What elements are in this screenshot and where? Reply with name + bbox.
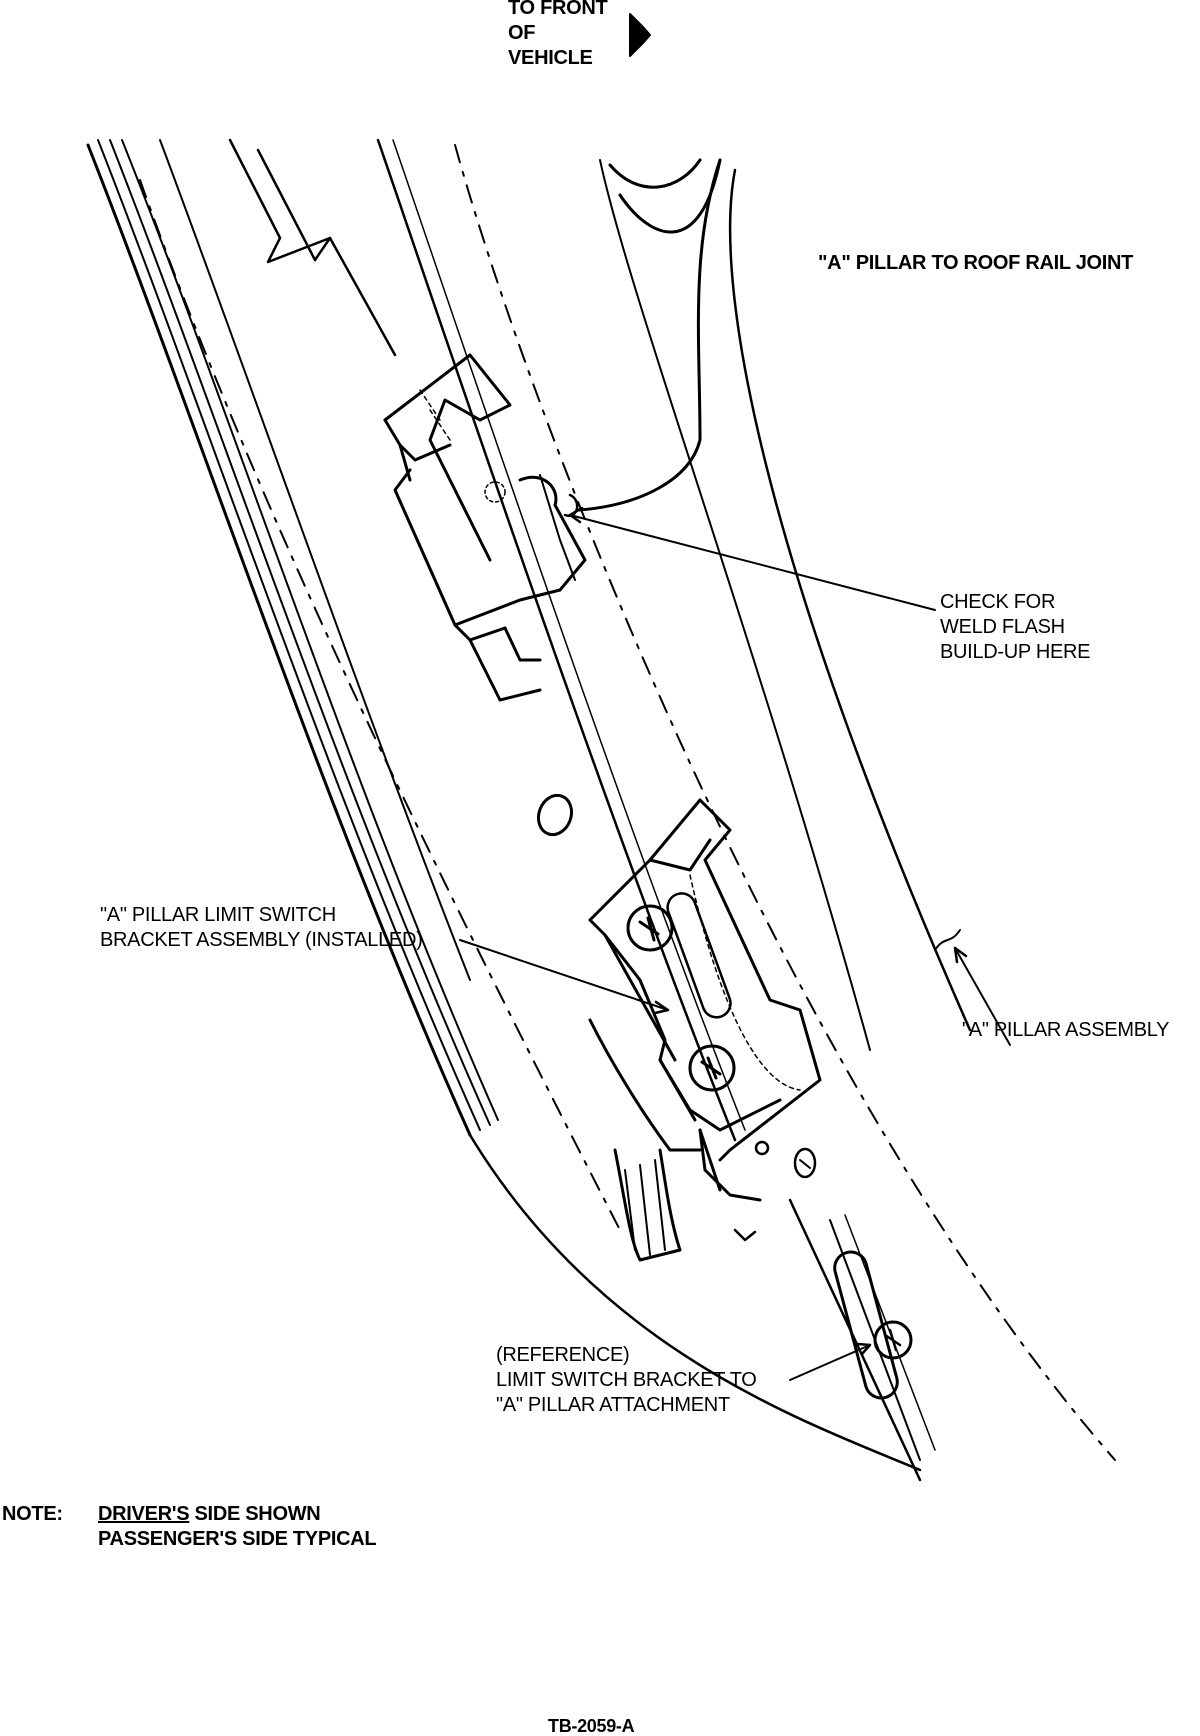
reference-line-3: "A" PILLAR ATTACHMENT [496, 1394, 730, 1416]
reference-line-1: (REFERENCE) [496, 1344, 630, 1366]
bracket-assembly-label: "A" PILLAR LIMIT SWITCH BRACKET ASSEMBLY… [100, 903, 423, 953]
centerlines [139, 144, 1116, 1461]
direction-line-3: VEHICLE [508, 47, 593, 69]
roof-rail-joint [578, 158, 972, 1032]
leader-lines [459, 506, 1011, 1381]
bracket-line-1: "A" PILLAR LIMIT SWITCH [100, 904, 336, 926]
note-block: NOTE: DRIVER'S SIDE SHOWN PASSENGER'S SID… [2, 1502, 377, 1552]
pillar-outer-rails [86, 139, 499, 1137]
right-arrow-icon [629, 13, 651, 57]
middle-screw [688, 1044, 736, 1092]
pillar-hole [536, 793, 574, 837]
pillar-assembly-text: "A" PILLAR ASSEMBLY [962, 1019, 1170, 1041]
direction-label: TO FRONT OF VEHICLE [508, 0, 608, 71]
wiring-harness [588, 1018, 702, 1262]
roof-joint-label: "A" PILLAR TO ROOF RAIL JOINT [818, 251, 1133, 276]
lower-bracket [588, 798, 822, 1242]
reference-label: (REFERENCE) LIMIT SWITCH BRACKET TO "A" … [496, 1343, 757, 1418]
figure-id-text: TB-2059-A [548, 1716, 635, 1736]
roof-joint-text: "A" PILLAR TO ROOF RAIL JOINT [818, 252, 1134, 274]
direction-line-2: OF [508, 22, 536, 44]
upper-screw [626, 904, 674, 952]
figure-id: TB-2059-A [548, 1716, 635, 1736]
direction-line-1: TO FRONT [508, 0, 608, 19]
upper-bracket [383, 353, 587, 702]
reference-line-2: LIMIT SWITCH BRACKET TO [496, 1369, 757, 1391]
pillar-assembly-label: "A" PILLAR ASSEMBLY [962, 1018, 1169, 1043]
note-line-2: PASSENGER'S SIDE TYPICAL [98, 1528, 377, 1550]
note-prefix: NOTE: [2, 1503, 63, 1525]
note-line-1-rest: SIDE SHOWN [189, 1503, 321, 1525]
lower-attachment [829, 1214, 936, 1461]
bracket-line-2: BRACKET ASSEMBLY (INSTALLED) [100, 929, 423, 951]
weld-flash-line-2: WELD FLASH [940, 616, 1065, 638]
weld-flash-line-3: BUILD-UP HERE [940, 641, 1091, 663]
note-underlined-word: DRIVER'S [98, 1503, 190, 1525]
weld-flash-label: CHECK FOR WELD FLASH BUILD-UP HERE [940, 590, 1091, 665]
lower-pillar-edges [468, 1133, 922, 1482]
weld-flash-line-1: CHECK FOR [940, 591, 1056, 613]
pillar-panel-lines [228, 138, 871, 1142]
